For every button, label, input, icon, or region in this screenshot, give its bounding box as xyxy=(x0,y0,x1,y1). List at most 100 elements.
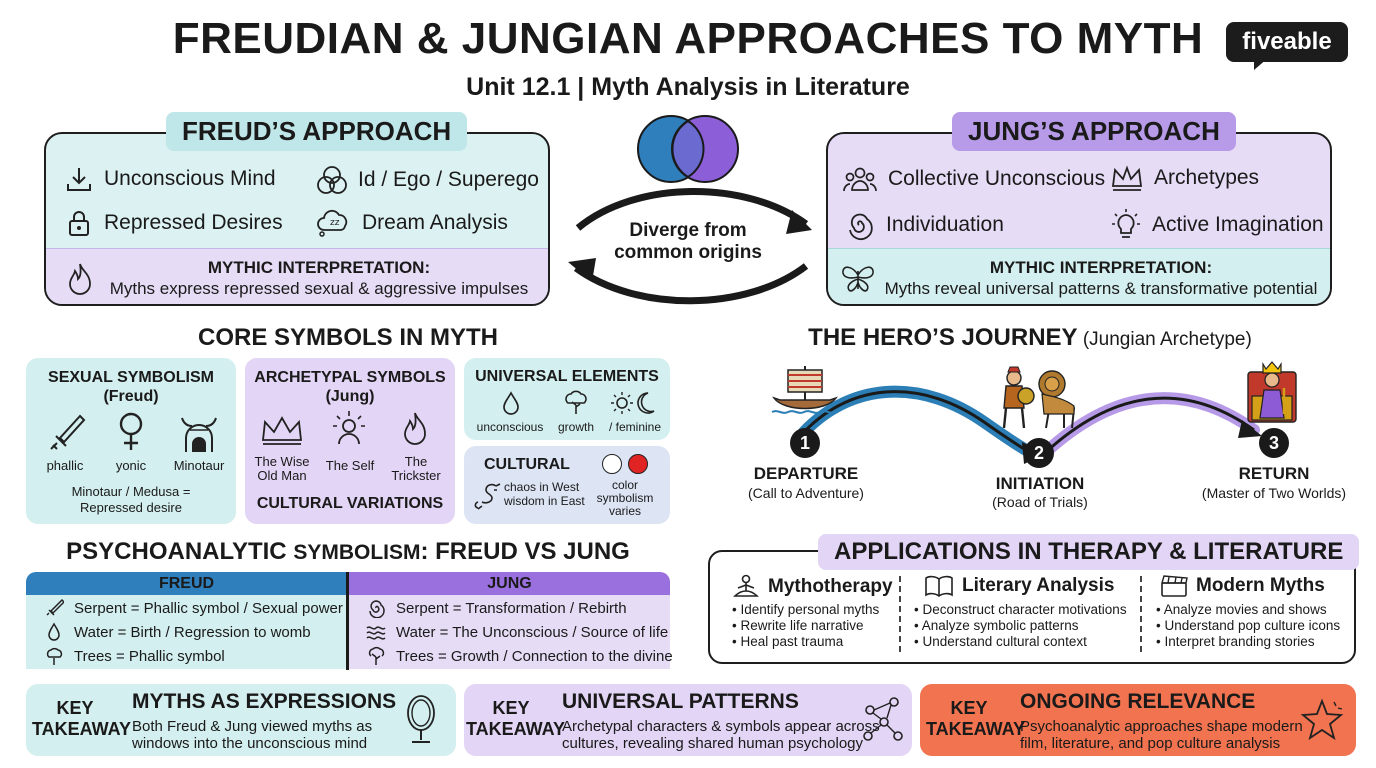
diverge-arrows xyxy=(568,188,812,305)
freud-panel: Unconscious Mind Id / Ego / Superego Rep… xyxy=(44,132,550,306)
tree-icon xyxy=(565,390,587,414)
step-3-marker: 3 xyxy=(1259,428,1289,458)
sexual-symbolism-title: SEXUAL SYMBOLISM xyxy=(48,369,214,386)
jung-interpretation-box: MYTHIC INTERPRETATION: Myths reveal univ… xyxy=(828,248,1330,304)
freud-interpretation-box: MYTHIC INTERPRETATION: Myths express rep… xyxy=(46,248,548,304)
fiveable-logo[interactable]: fiveable xyxy=(1226,22,1348,62)
crown-icon xyxy=(261,416,303,445)
symbol-label-yonic: yonic xyxy=(115,458,147,473)
freud-interp-text: Myths express repressed sexual & aggress… xyxy=(109,279,529,298)
crown-icon xyxy=(1111,165,1143,191)
universal-elements-title: UNIVERSAL ELEMENTS xyxy=(475,368,659,385)
symbol-label-phallic: phallic xyxy=(46,458,84,473)
apps-divider-1 xyxy=(899,576,901,652)
modern-myths-list: Analyze movies and shows Understand pop … xyxy=(1156,602,1340,650)
freud-column-header: FREUD xyxy=(26,572,347,595)
sexual-note-line1: Minotaur / Medusa = xyxy=(71,484,191,499)
apps-divider-2 xyxy=(1140,576,1142,652)
waves-icon xyxy=(366,626,386,640)
list-item: Heal past trauma xyxy=(732,634,879,650)
feature-individuation: Individuation xyxy=(842,208,1004,242)
takeaway-body-line2: film, literature, and pop culture analys… xyxy=(1020,735,1281,752)
king-throne-icon xyxy=(1247,361,1297,423)
list-item: Understand pop culture icons xyxy=(1156,618,1340,634)
tree-icon xyxy=(46,647,63,665)
takeaway-card-patterns: KEY TAKEAWAY UNIVERSAL PATTERNS Archetyp… xyxy=(464,684,912,756)
step-2-subtitle: (Road of Trials) xyxy=(992,494,1088,510)
feature-id-ego-superego: Id / Ego / Superego xyxy=(316,164,539,196)
spiral-icon xyxy=(849,213,873,240)
element-label-unconscious: unconscious xyxy=(476,420,544,434)
radiant-self-icon xyxy=(333,411,365,445)
freud-interp-title: MYTHIC INTERPRETATION: xyxy=(207,258,431,277)
flame-icon xyxy=(404,412,426,445)
table-divider xyxy=(346,572,349,670)
takeaway-body-line1: Both Freud & Jung viewed myths as xyxy=(132,718,373,735)
takeaway-label-line2: TAKEAWAY xyxy=(32,719,132,739)
takeaway-body-line2: windows into the unconscious mind xyxy=(132,735,368,752)
lightbulb-icon xyxy=(1112,209,1140,238)
list-item: Deconstruct character motivations xyxy=(914,602,1126,618)
list-item: Identify personal myths xyxy=(732,602,879,618)
cultural-title: CULTURAL xyxy=(484,456,570,473)
color-text-line3: varies xyxy=(608,504,641,518)
archetypal-symbols-subtitle: (Jung) xyxy=(325,388,375,405)
step-2-marker: 2 xyxy=(1024,438,1054,468)
list-item: Interpret branding stories xyxy=(1156,634,1340,650)
sun-moon-icon xyxy=(611,392,655,414)
step-1-marker: 1 xyxy=(790,428,820,458)
takeaway-title: MYTHS AS EXPRESSIONS xyxy=(132,690,397,713)
diverge-text-line1: Diverge from xyxy=(629,220,747,241)
jung-interp-title: MYTHIC INTERPRETATION: xyxy=(989,258,1213,277)
butterfly-icon xyxy=(842,266,874,292)
element-label-feminine: / feminine xyxy=(608,420,662,434)
cultural-variations-label: CULTURAL VARIATIONS xyxy=(256,495,444,512)
venn-circles-icon xyxy=(317,166,347,194)
mythotherapy-title: Mythotherapy xyxy=(732,574,893,600)
svg-text:zz: zz xyxy=(330,218,340,228)
sexual-symbolism-subtitle: (Freud) xyxy=(103,388,159,405)
freud-row-water: Water = Birth / Regression to womb xyxy=(44,622,311,642)
feature-dream-analysis: zz Dream Analysis xyxy=(316,208,508,238)
white-color-dot xyxy=(602,454,622,474)
tree-icon xyxy=(368,646,385,665)
jung-approach-tag: JUNG’S APPROACH xyxy=(952,112,1236,151)
symbol-label-minotaur: Minotaur xyxy=(173,458,225,473)
people-group-icon xyxy=(843,167,877,192)
takeaway-card-relevance: KEY TAKEAWAY ONGOING RELEVANCE Psychoana… xyxy=(920,684,1356,756)
meditation-icon xyxy=(733,574,759,597)
jung-row-trees: Trees = Growth / Connection to the divin… xyxy=(366,646,673,666)
takeaway-body-line1: Psychoanalytic approaches shape modern xyxy=(1020,718,1303,735)
sexual-symbolism-card: SEXUAL SYMBOLISM (Freud) phallic yonic M… xyxy=(26,358,236,524)
color-text-line1: color xyxy=(611,478,638,492)
list-item: Analyze movies and shows xyxy=(1156,602,1340,618)
literary-analysis-list: Deconstruct character motivations Analyz… xyxy=(914,602,1127,650)
mirror-icon xyxy=(407,695,435,743)
step-3-title: RETURN xyxy=(1238,464,1310,483)
takeaway-label-line2: TAKEAWAY xyxy=(926,719,1026,739)
archetype-self-label: The Self xyxy=(325,458,375,473)
dragon-text-line1: chaos in West xyxy=(504,480,580,494)
clapperboard-icon xyxy=(1161,575,1188,597)
water-drop-icon xyxy=(48,622,60,641)
archetype-wise-old-man-line2: Old Man xyxy=(257,468,307,483)
takeaway-body-line1: Archetypal characters & symbols appear a… xyxy=(562,718,880,735)
takeaway-card-expressions: KEY TAKEAWAY MYTHS AS EXPRESSIONS Both F… xyxy=(26,684,456,756)
hero-lion-icon xyxy=(1002,366,1076,429)
psych-symbolism-heading: PSYCHOANALYTIC SYMBOLISM: FREUD VS JUNG xyxy=(66,538,630,565)
cultural-card: CULTURAL chaos in West wisdom in East co… xyxy=(464,446,670,524)
sexual-note-line2: Repressed desire xyxy=(80,500,182,515)
dagger-icon xyxy=(46,598,64,616)
venus-symbol-icon xyxy=(119,412,143,450)
element-label-growth: growth xyxy=(557,420,595,434)
freud-row-trees: Trees = Phallic symbol xyxy=(44,646,225,666)
page-subtitle: Unit 12.1 | Myth Analysis in Literature xyxy=(466,73,910,101)
sword-icon xyxy=(50,414,86,450)
takeaway-body-line2: cultures, revealing shared human psychol… xyxy=(562,735,864,752)
archetypal-symbols-card: ARCHETYPAL SYMBOLS (Jung) The Wise Old M… xyxy=(245,358,455,524)
takeaway-label-line1: KEY xyxy=(492,698,530,718)
jung-row-water: Water = The Unconscious / Source of life xyxy=(366,622,668,642)
feature-unconscious-mind: Unconscious Mind xyxy=(64,164,276,194)
feature-collective-unconscious: Collective Unconscious xyxy=(842,164,1105,194)
jung-column-header: JUNG xyxy=(349,572,670,595)
